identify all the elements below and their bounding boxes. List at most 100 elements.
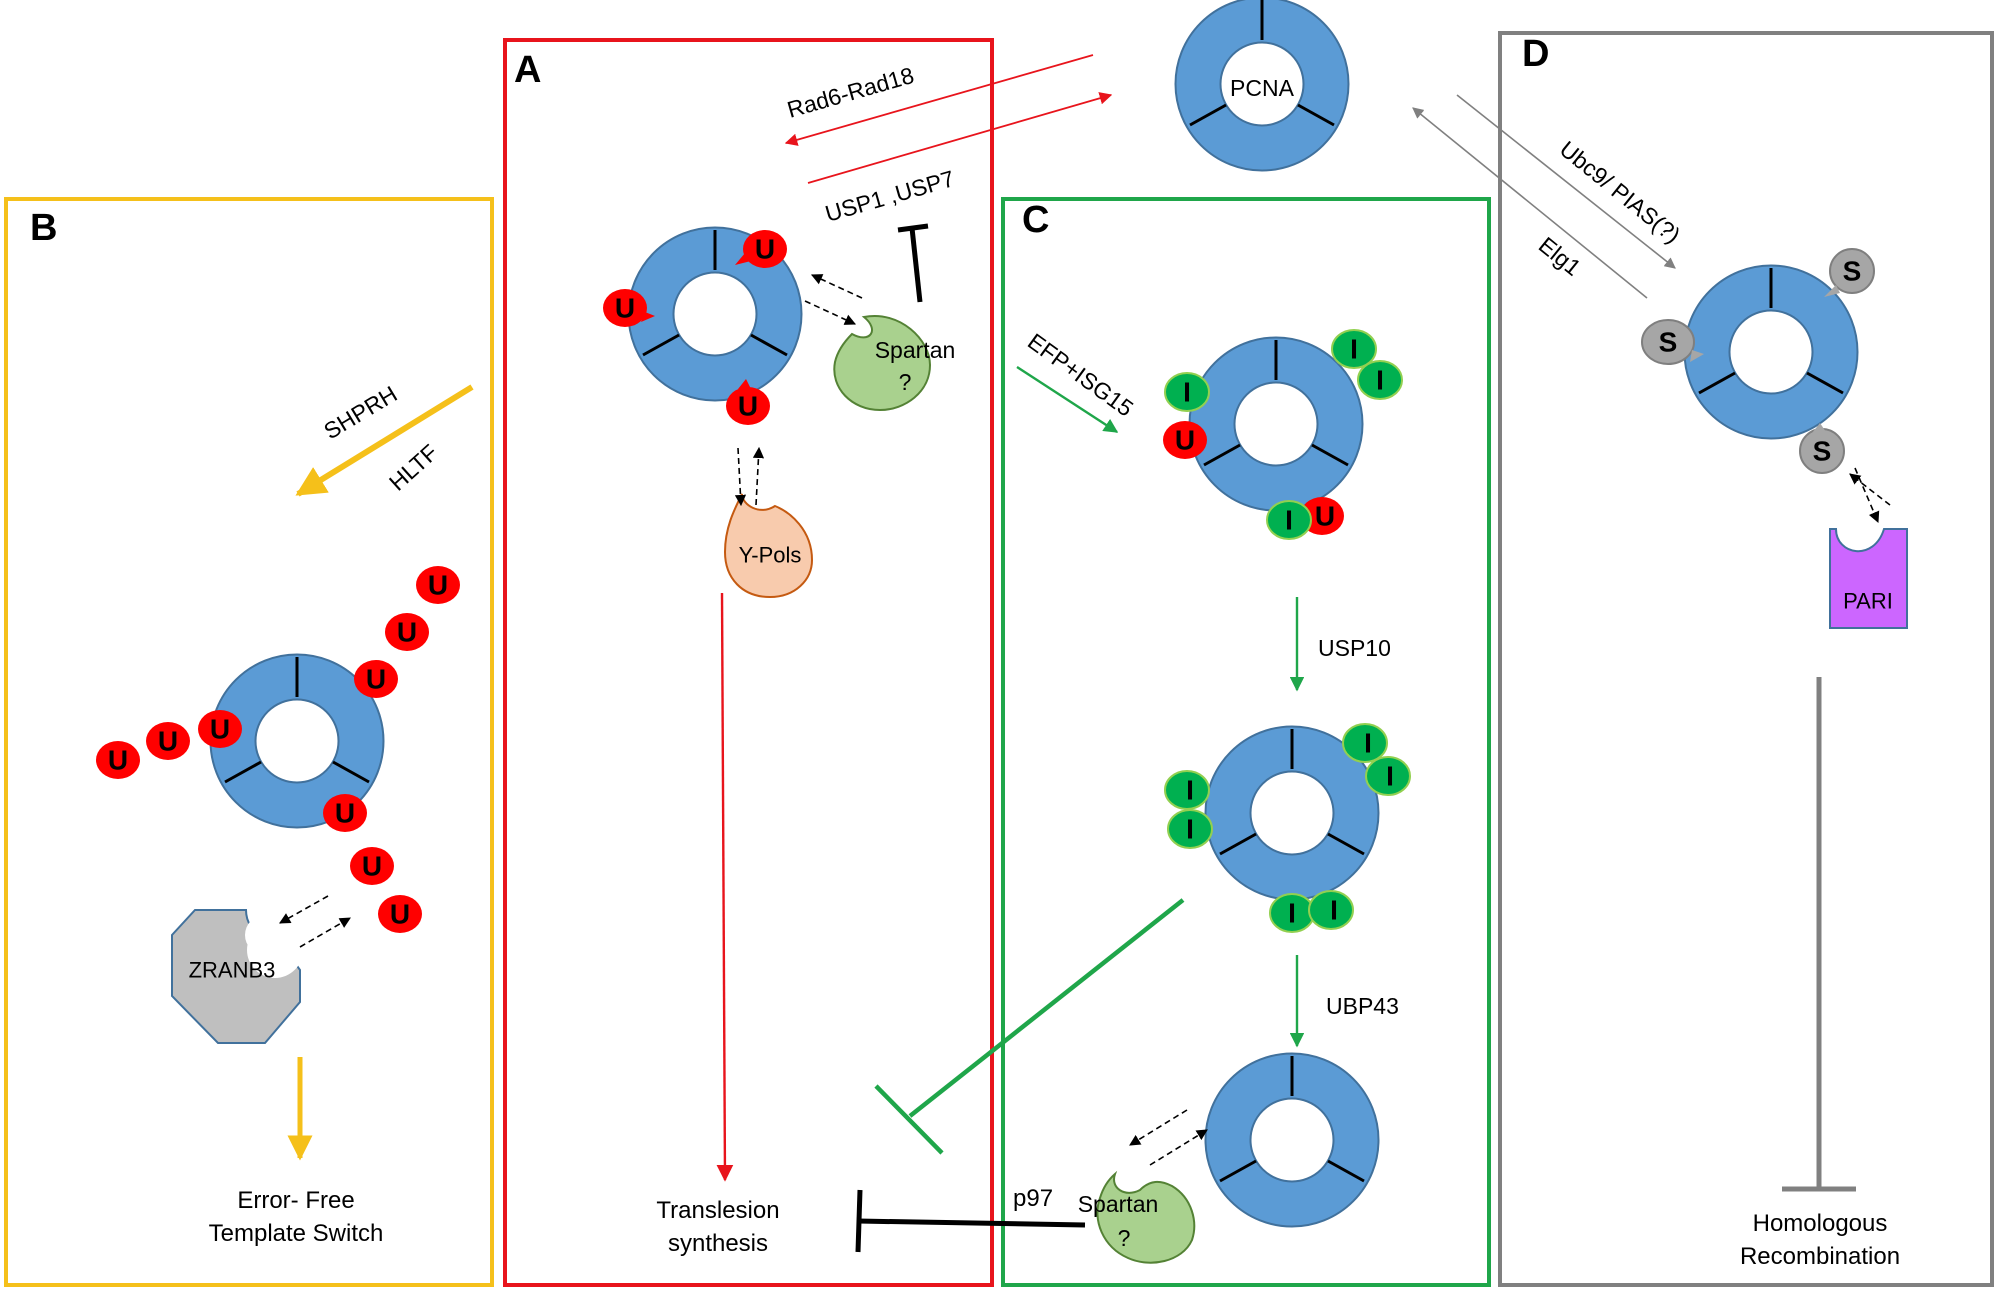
- translesion-label-1: Translesion: [656, 1197, 779, 1224]
- ubiquitin-label: U: [428, 570, 448, 601]
- usp10-label: USP10: [1318, 635, 1391, 661]
- error-free-label-2: Template Switch: [209, 1220, 384, 1247]
- isg15-label: I: [1183, 377, 1191, 408]
- ubiquitin-b-upper-2: U: [385, 613, 429, 651]
- spartan-c-binding-arrow-2: [1149, 1129, 1208, 1166]
- ubiquitin-label: U: [366, 664, 386, 695]
- isg15-c2-left-2: I: [1167, 809, 1213, 849]
- rad6-rad18-label: Rad6-Rad18: [784, 62, 917, 123]
- isg15-c1-left: I: [1164, 372, 1210, 412]
- ubiquitin-c1-left: U: [1163, 421, 1207, 459]
- efp-isg15-arrow: [1016, 365, 1119, 434]
- spartan-c-binding-arrow-1: [1129, 1109, 1188, 1146]
- ubiquitin-b-lower-2: U: [350, 847, 394, 885]
- panel-a-letter: A: [514, 49, 541, 91]
- ubiquitin-b-lower-3: U: [378, 895, 422, 933]
- spartan-a-inhibition-bar: [897, 223, 929, 233]
- isg15-c2-bottom-2: I: [1308, 890, 1354, 930]
- sumo-d-1: S: [1824, 248, 1875, 297]
- isg15-label: I: [1285, 505, 1293, 536]
- isg15-c2-left-1: I: [1164, 770, 1210, 810]
- spartan-a-inhibition: [909, 227, 923, 303]
- hltf-label: HLTF: [384, 439, 443, 496]
- isg15-label: I: [1386, 761, 1394, 792]
- pcna-ring-top: [1174, 0, 1350, 172]
- zranb3-binding-arrow-2: [299, 917, 351, 948]
- isg15-c1-topright-1: I: [1331, 329, 1377, 369]
- sumo-d-3: S: [1799, 423, 1845, 474]
- pcna-ring-a: [627, 226, 803, 402]
- pcna-ring-c-3: [1204, 1052, 1380, 1228]
- shprh-hltf-arrow: [295, 384, 474, 497]
- pcna-ring-c-2: [1204, 725, 1380, 901]
- spartan-a-binding-arrow-2: [804, 300, 857, 325]
- ubiquitin-label: U: [615, 293, 635, 324]
- hr-label-2: Recombination: [1740, 1243, 1900, 1270]
- spartan-c: [1096, 1170, 1196, 1264]
- isg15-tls-inhibition: [908, 898, 1185, 1118]
- spartan-a-label: Spartan: [875, 337, 956, 363]
- pari: [1829, 528, 1908, 629]
- ubc9-pias-label: Ubc9/ PIAS(?): [1555, 136, 1686, 249]
- ubiquitin-label: U: [335, 798, 355, 829]
- hr-label-1: Homologous: [1753, 1210, 1888, 1237]
- translesion-label-2: synthesis: [668, 1230, 768, 1257]
- spartan-c-question: ?: [1118, 1225, 1131, 1251]
- pcna-ring-d: [1683, 264, 1859, 440]
- p97-label: p97: [1013, 1185, 1053, 1212]
- zranb3-label: ZRANB3: [189, 958, 276, 983]
- ubiquitin-b-upper-1: U: [354, 660, 398, 698]
- ubiquitin-b-left-1: U: [198, 710, 242, 748]
- sumo-label: S: [1843, 256, 1862, 287]
- isg15-label: I: [1376, 365, 1384, 396]
- y-pols: [723, 493, 814, 599]
- isg15-label: I: [1186, 814, 1194, 845]
- tls-pathway-arrow: [716, 592, 734, 1182]
- isg15-c2-topright-2: I: [1365, 756, 1411, 796]
- y-pols-binding-arrow-2: [752, 446, 765, 506]
- isg15-label: I: [1288, 898, 1296, 929]
- rad6-rad18-arrow: [784, 54, 1094, 146]
- usp1-usp7-label: USP1 ,USP7: [822, 165, 957, 227]
- isg15-c2-bottom-1: I: [1269, 893, 1315, 933]
- spartan-a-question: ?: [899, 369, 912, 395]
- pari-binding-arrow-1: [1854, 467, 1880, 524]
- ubiquitin-label: U: [397, 617, 417, 648]
- zranb3: [171, 909, 303, 1044]
- ubiquitin-label: U: [158, 726, 178, 757]
- elg1-arrow: [1412, 107, 1648, 299]
- ubiquitin-b-left-2: U: [146, 722, 190, 760]
- panel-d-letter: D: [1522, 33, 1549, 75]
- isg15-label: I: [1350, 334, 1358, 365]
- sumo-d-2: S: [1641, 319, 1704, 365]
- pari-binding-arrow-2: [1849, 473, 1891, 506]
- isg15-tls-inhibition-bar: [874, 1084, 944, 1155]
- pcna-label: PCNA: [1230, 75, 1295, 101]
- isg15-c1-topright-2: I: [1357, 360, 1403, 400]
- error-free-label-1: Error- Free: [237, 1187, 354, 1214]
- panel-c-frame: [1001, 197, 1491, 1287]
- ubiquitin-b-left-3: U: [96, 741, 140, 779]
- ubiquitin-label: U: [1315, 501, 1335, 532]
- ubiquitin-a-3: U: [726, 379, 770, 425]
- isg15-label: I: [1364, 728, 1372, 759]
- zranb3-binding-arrow-1: [279, 895, 329, 924]
- usp1-usp7-arrow: [807, 92, 1113, 184]
- ubiquitin-b-upper-3: U: [416, 566, 460, 604]
- isg15-c1-bottom: I: [1266, 500, 1312, 540]
- sumo-label: S: [1659, 327, 1678, 358]
- panel-b-frame: [4, 197, 494, 1287]
- elg1-label: Elg1: [1534, 232, 1586, 281]
- ubiquitin-label: U: [390, 899, 410, 930]
- ubiquitin-b-lower-1: U: [323, 794, 367, 832]
- y-pols-label: Y-Pols: [739, 543, 802, 568]
- pcna-ring-c-1: [1188, 336, 1364, 512]
- isg15-label: I: [1330, 895, 1338, 926]
- sumo-label: S: [1813, 436, 1832, 467]
- p97-tls-inhibition-bar: [855, 1189, 863, 1253]
- spartan-a-binding-arrow-1: [810, 274, 863, 299]
- ubiquitin-label: U: [108, 745, 128, 776]
- ubiquitin-label: U: [210, 714, 230, 745]
- ubiquitin-label: U: [362, 851, 382, 882]
